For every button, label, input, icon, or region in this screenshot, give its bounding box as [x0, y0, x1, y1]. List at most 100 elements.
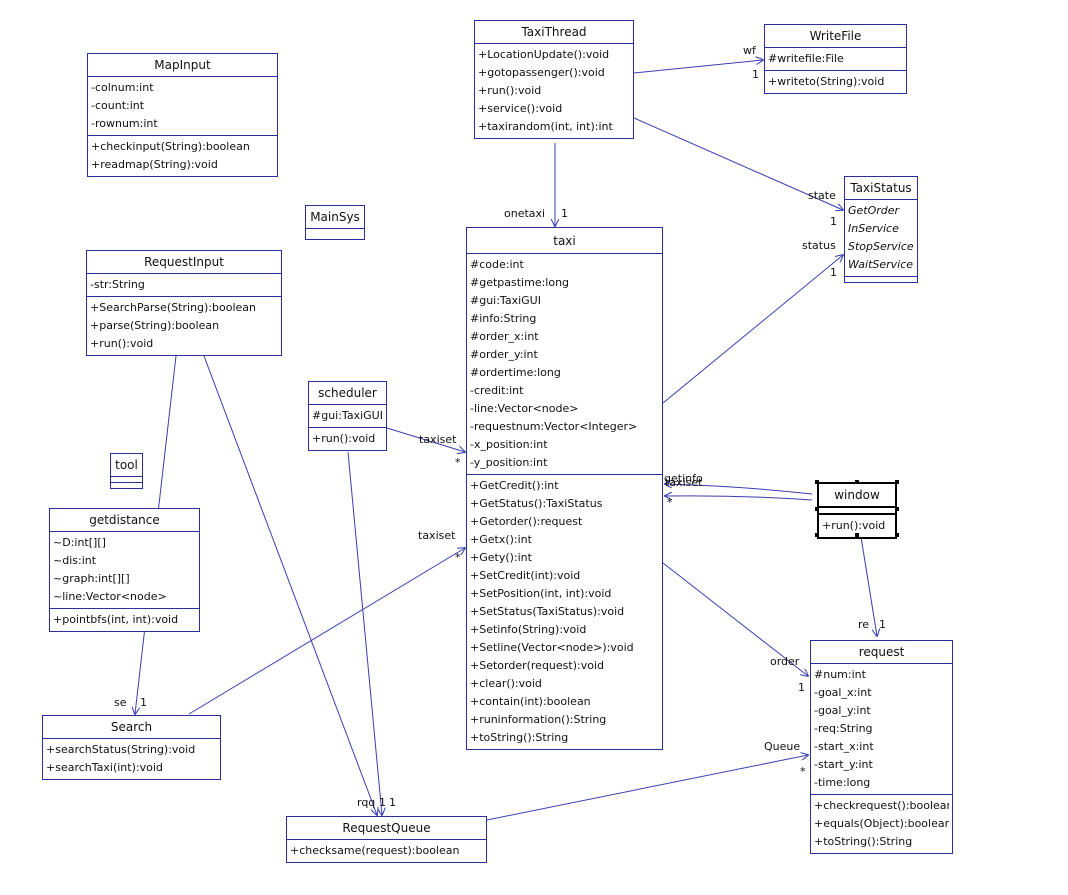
class-scheduler[interactable]: scheduler #gui:TaxiGUI +run():void	[308, 381, 387, 451]
method: +Setline(Vector<node>):void	[470, 641, 634, 654]
attribute: -str:String	[90, 278, 145, 291]
selection-handle[interactable]	[815, 480, 819, 484]
method: +Setinfo(String):void	[470, 623, 587, 636]
attributes-section: #code:int #getpastime:long #gui:TaxiGUI …	[467, 254, 662, 475]
method: +readmap(String):void	[91, 158, 218, 171]
method: +Setorder(request):void	[470, 659, 604, 672]
method: +service():void	[478, 102, 563, 115]
method: +runinformation():String	[470, 713, 607, 726]
class-tool[interactable]: tool	[110, 453, 143, 489]
attribute: -start_x:int	[814, 740, 874, 753]
label-state: state	[808, 189, 836, 202]
attribute: -req:String	[814, 722, 873, 735]
label-status: status	[802, 239, 836, 252]
label-taxiset-scheduler: taxiset	[419, 433, 457, 446]
methods-section: +searchStatus(String):void +searchTaxi(i…	[43, 739, 220, 779]
mult-se: 1	[140, 696, 147, 709]
class-search[interactable]: Search +searchStatus(String):void +searc…	[42, 715, 221, 780]
attribute: #order_x:int	[470, 330, 539, 343]
attribute: -time:long	[814, 776, 871, 789]
method: +checksame(request):boolean	[290, 844, 460, 857]
attribute: #gui:TaxiGUI	[312, 409, 383, 422]
selection-handle[interactable]	[815, 533, 819, 537]
method: +checkinput(String):boolean	[91, 140, 250, 153]
method: +run():void	[312, 432, 376, 445]
method: +checkrequest():boolean	[814, 799, 949, 812]
method: +pointbfs(int, int):void	[53, 613, 179, 626]
method: +searchStatus(String):void	[46, 743, 196, 756]
methods-section: +SearchParse(String):boolean +parse(Stri…	[87, 297, 281, 355]
class-requestinput[interactable]: RequestInput -str:String +SearchParse(St…	[86, 250, 282, 356]
attribute: -y_position:int	[470, 456, 548, 469]
attribute: #gui:TaxiGUI	[470, 294, 541, 307]
method: +SetCredit(int):void	[470, 569, 581, 582]
selection-handle[interactable]	[895, 533, 899, 537]
mult-taxiset-search: *	[455, 551, 461, 564]
class-taxithread[interactable]: TaxiThread +LocationUpdate():void +gotop…	[474, 20, 634, 139]
selection-handle[interactable]	[855, 480, 859, 484]
mult-status: 1	[830, 266, 837, 279]
mult-re: 1	[879, 618, 886, 631]
attribute: #info:String	[470, 312, 537, 325]
mult-taxiset-scheduler: *	[455, 456, 461, 469]
class-getdistance[interactable]: getdistance ~D:int[][] ~dis:int ~graph:i…	[49, 508, 200, 632]
class-writefile[interactable]: WriteFile #writefile:File +writeto(Strin…	[764, 24, 907, 94]
edge-window-taxi-2	[665, 496, 813, 501]
class-request[interactable]: request #num:int -goal_x:int -goal_y:int…	[810, 640, 953, 854]
method: +taxirandom(int, int):int	[478, 120, 613, 133]
class-title: request	[811, 641, 952, 664]
mult-order: 1	[798, 681, 805, 694]
selection-handle[interactable]	[895, 507, 899, 511]
attribute: ~graph:int[][]	[53, 572, 130, 585]
method: +Gety():int	[470, 551, 532, 564]
class-mapinput[interactable]: MapInput -colnum:int -count:int -rownum:…	[87, 53, 278, 177]
attributes-section: -str:String	[87, 274, 281, 297]
attribute: #order_y:int	[470, 348, 538, 361]
class-title: MapInput	[88, 54, 277, 77]
class-title: TaxiThread	[475, 21, 633, 44]
edge-taxi-taxistatus	[662, 255, 843, 404]
class-title: RequestQueue	[287, 817, 486, 840]
mult-window: *	[667, 496, 673, 509]
method: +SearchParse(String):boolean	[90, 301, 257, 314]
class-taxi[interactable]: taxi #code:int #getpastime:long #gui:Tax…	[466, 227, 663, 750]
class-title: tool	[111, 454, 142, 477]
label-taxiset-search: taxiset	[418, 529, 456, 542]
attribute: -colnum:int	[91, 81, 154, 94]
label-taxiset-window: taxiset	[665, 476, 703, 489]
class-requestqueue[interactable]: RequestQueue +checksame(request):boolean	[286, 816, 487, 863]
attributes-section	[111, 477, 142, 483]
methods-section: +pointbfs(int, int):void	[50, 609, 199, 631]
edge-requestqueue-request	[486, 755, 808, 821]
attribute: -count:int	[91, 99, 145, 112]
method: +parse(String):boolean	[90, 319, 220, 332]
label-rqq: rqq	[357, 796, 376, 809]
class-taxistatus[interactable]: TaxiStatus GetOrder InService StopServic…	[844, 176, 918, 283]
attribute: ~line:Vector<node>	[53, 590, 167, 603]
method: +toString():String	[470, 731, 569, 744]
class-window[interactable]: window +run():void	[817, 482, 897, 539]
attribute: -line:Vector<node>	[470, 402, 579, 415]
mult-wf: 1	[752, 68, 759, 81]
class-mainsys[interactable]: MainSys	[305, 205, 365, 240]
label-se: se	[114, 696, 127, 709]
methods-section: +writeto(String):void	[765, 71, 906, 93]
attribute: -requestnum:Vector<Integer>	[470, 420, 638, 433]
attributes-section	[819, 508, 895, 515]
selection-handle[interactable]	[815, 507, 819, 511]
attribute: -goal_x:int	[814, 686, 872, 699]
selection-handle[interactable]	[895, 480, 899, 484]
attribute: #writefile:File	[768, 52, 844, 65]
label-order: order	[770, 655, 800, 668]
mult-state: 1	[830, 215, 837, 228]
selection-handle[interactable]	[855, 533, 859, 537]
attributes-section: #writefile:File	[765, 48, 906, 71]
attribute: #getpastime:long	[470, 276, 570, 289]
mult-onetaxi: 1	[561, 207, 568, 220]
enum-literal: InService	[848, 222, 899, 235]
attribute: ~dis:int	[53, 554, 97, 567]
class-title: taxi	[467, 228, 662, 254]
method: +clear():void	[470, 677, 542, 690]
class-title: TaxiStatus	[845, 177, 917, 200]
method: +SetStatus(TaxiStatus):void	[470, 605, 625, 618]
